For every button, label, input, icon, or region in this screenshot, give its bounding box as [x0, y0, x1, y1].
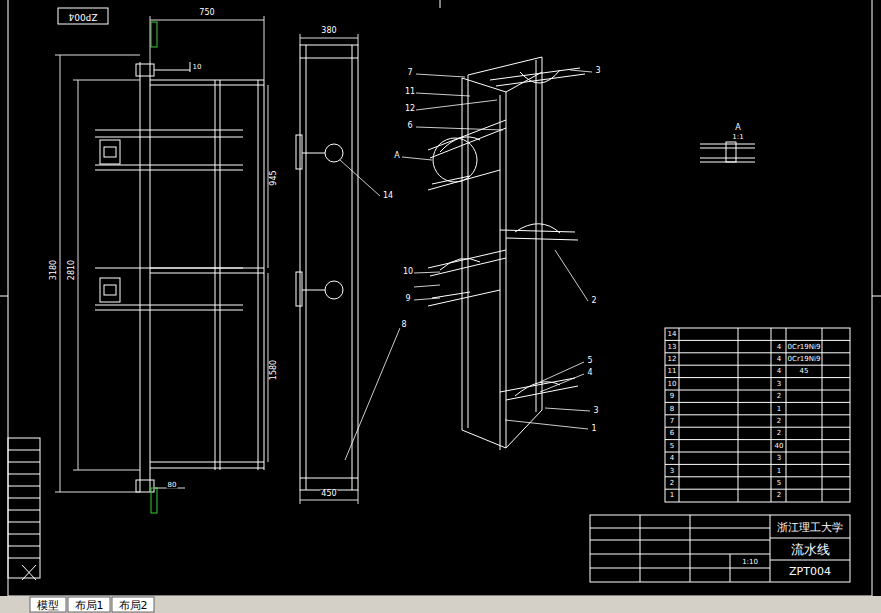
callout-number: 12: [404, 105, 416, 113]
tab-label: 模型: [37, 600, 59, 611]
dimension-lines: [55, 16, 358, 504]
callout-number: 3: [594, 67, 601, 75]
table-cell: 4: [670, 455, 674, 462]
tab-bar: [0, 596, 881, 613]
detail-a: [700, 142, 755, 162]
detail-scale: 1:1: [732, 134, 743, 141]
table-cell: 0Cr19Ni9: [788, 356, 821, 363]
table-cell: 13: [668, 343, 677, 350]
table-cell: 7: [670, 418, 674, 425]
table-cell: 1: [670, 492, 674, 499]
table-cell: 14: [668, 331, 677, 338]
school-name: 浙江理工大学: [777, 522, 843, 533]
detail-label: A: [735, 124, 740, 132]
callout-number: 11: [404, 88, 416, 96]
zp-box: [58, 8, 108, 24]
table-cell: 11: [668, 368, 677, 375]
dimension: 1580: [270, 359, 278, 381]
callout-number: 9: [404, 295, 411, 303]
table-cell: 6: [670, 430, 674, 437]
callout-number: 3: [592, 407, 599, 415]
dimension: 380: [320, 27, 337, 35]
table-cell: 3: [777, 380, 781, 387]
table-cell: 4: [777, 343, 781, 350]
table-cell: 2: [777, 418, 781, 425]
table-cell: 5: [777, 480, 781, 487]
callout-number: 1: [590, 425, 597, 433]
table-cell: 5: [670, 442, 674, 449]
table-cell: 9: [670, 393, 674, 400]
table-cell: 12: [668, 356, 677, 363]
table-cell: 45: [800, 368, 809, 375]
table-cell: 0Cr19Ni9: [788, 343, 821, 350]
drawing-number: ZP004: [69, 12, 98, 21]
callout-number: 7: [406, 69, 413, 77]
tab: [68, 597, 110, 612]
table-cell: 10: [668, 380, 677, 387]
dimension: 80: [167, 482, 178, 489]
callout-number: 8: [400, 321, 407, 329]
title-block: [590, 515, 850, 582]
table-cell: 2: [777, 430, 781, 437]
dimension: 945: [270, 169, 278, 186]
tab: [30, 597, 66, 612]
callout-number: 6: [406, 122, 413, 130]
table-cell: 3: [670, 467, 674, 474]
callout-number: 2: [590, 297, 597, 305]
dimension: 2810: [68, 259, 76, 281]
dimension: 10: [192, 64, 203, 71]
iso-view: [428, 57, 585, 450]
callout-number: 14: [382, 192, 394, 200]
table-cell: 8: [670, 405, 674, 412]
leader-lines: [340, 70, 592, 460]
callout-number: 5: [586, 357, 593, 365]
callout-number: A: [393, 152, 400, 160]
side-view: [296, 45, 358, 490]
table-cell: 40: [775, 442, 784, 449]
callout-number: 10: [402, 268, 414, 276]
drawing-title: 流水线: [791, 543, 830, 556]
table-cell: 3: [777, 455, 781, 462]
revision-table: [8, 438, 40, 580]
parts-table: [665, 328, 850, 502]
scale: 1:10: [742, 559, 758, 566]
table-cell: 2: [670, 480, 674, 487]
table-cell: 4: [777, 356, 781, 363]
tab-label: 布局2: [119, 600, 148, 611]
drawing-code: ZPT004: [789, 566, 831, 577]
table-cell: 1: [777, 467, 781, 474]
table-cell: 4: [777, 368, 781, 375]
dimension: 750: [198, 9, 215, 17]
table-cell: 2: [777, 393, 781, 400]
table-cell: 1: [777, 405, 781, 412]
tab-label: 布局1: [75, 600, 104, 611]
drawing-frame: [0, 0, 881, 596]
front-view: [95, 22, 264, 513]
dimension: 450: [320, 490, 337, 498]
table-cell: 2: [777, 492, 781, 499]
tab: [112, 597, 154, 612]
callout-number: 4: [586, 369, 593, 377]
dimension: 3180: [50, 259, 58, 281]
